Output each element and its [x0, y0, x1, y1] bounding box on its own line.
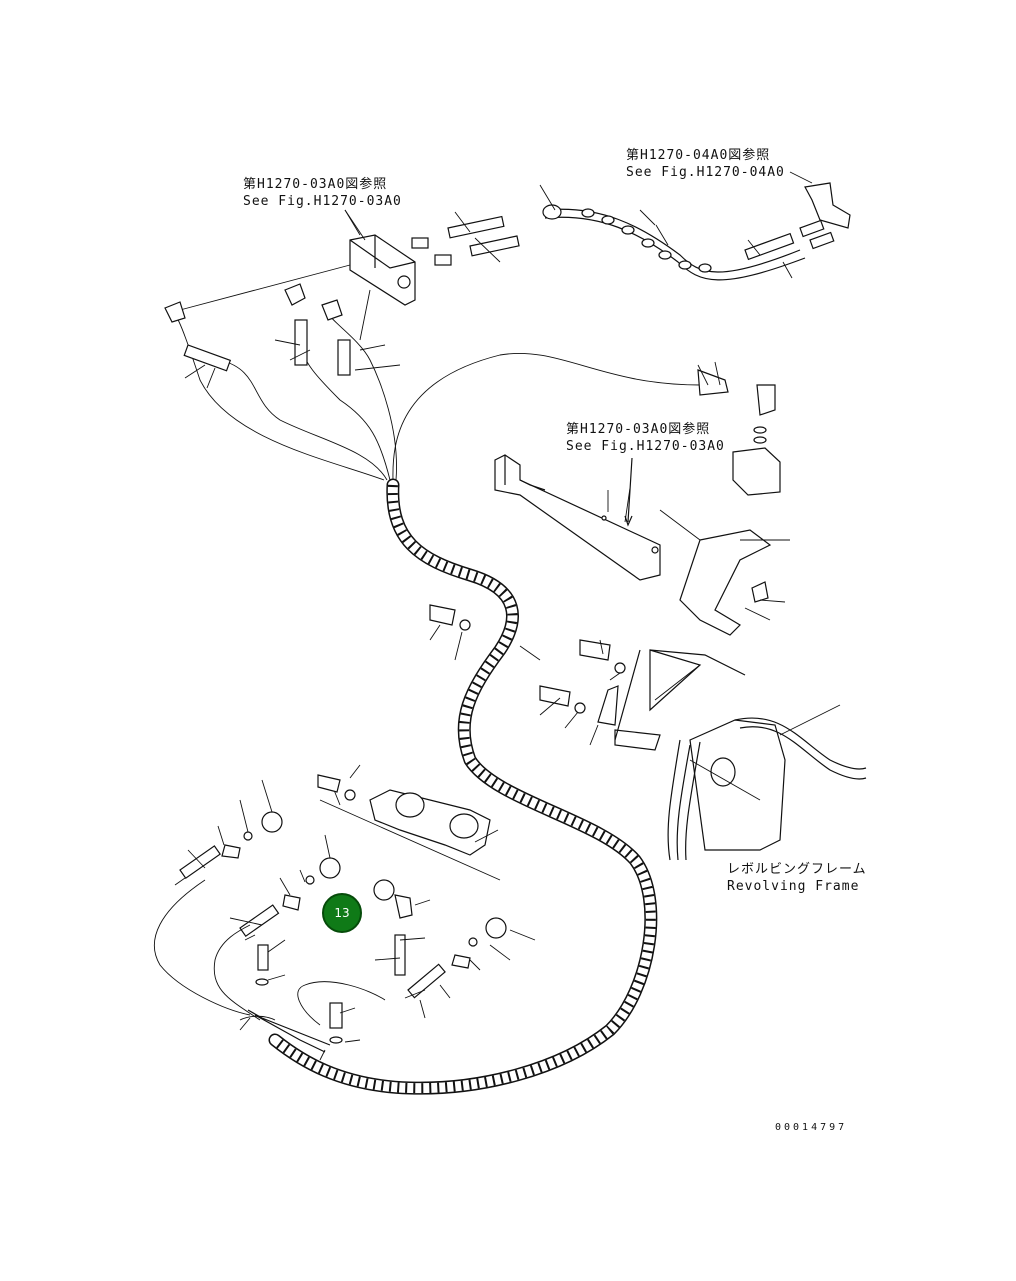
revolving-frame-label-en: Revolving Frame: [727, 879, 860, 894]
ref-top-right-jp: 第H1270-04A0図参照: [626, 148, 771, 163]
ref-middle-jp: 第H1270-03A0図参照: [566, 422, 711, 437]
middle-assembly: [494, 361, 790, 636]
ref-top-right-en: See Fig.H1270-04A0: [626, 165, 785, 180]
brackets: [429, 604, 746, 751]
revolving-frame-label-jp: レボルビングフレーム: [727, 862, 867, 877]
reference-arrows: [344, 209, 633, 527]
ref-top-left-en: See Fig.H1270-03A0: [243, 194, 402, 209]
valve-block-top-left: [164, 209, 416, 389]
wrapped-hose: [268, 478, 658, 1095]
thin-hoses: [174, 264, 701, 481]
top-right-pipe-assembly: [411, 171, 851, 281]
part-callout-13[interactable]: 13: [322, 893, 362, 933]
revolving-frame: [667, 704, 867, 861]
lower-left-assembly: [153, 764, 536, 1061]
ref-middle-en: See Fig.H1270-03A0: [566, 439, 725, 454]
ref-top-left-jp: 第H1270-03A0図参照: [243, 177, 388, 192]
drawing-number: 00014797: [775, 1122, 848, 1133]
